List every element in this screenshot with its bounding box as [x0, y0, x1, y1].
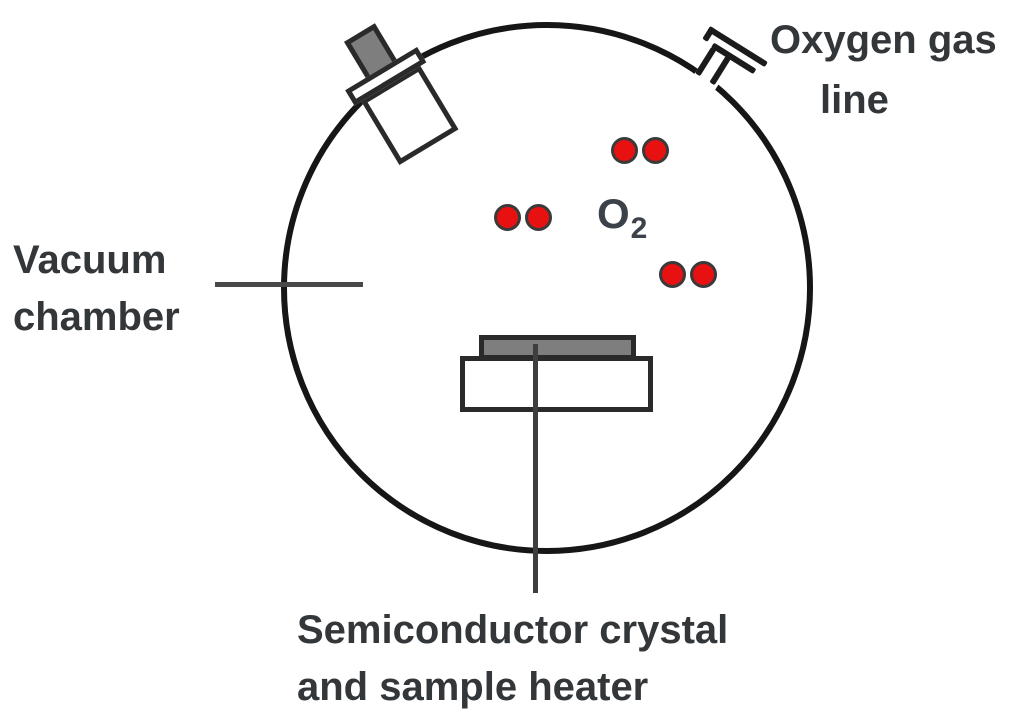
oxygen-atom: [659, 261, 686, 288]
label-vacuum-chamber-line1: Vacuum: [13, 238, 167, 282]
label-oxygen-gas-line2: line: [820, 78, 889, 122]
vacuum-chamber-circle: [281, 22, 813, 554]
chamber-leader-line: [215, 282, 363, 287]
oxygen-atom: [494, 204, 521, 231]
heater-leader-line: [533, 344, 538, 593]
label-sample-stage-line2: and sample heater: [297, 665, 649, 709]
oxygen-atom: [690, 261, 717, 288]
label-sample-stage: Semiconductor crystal and sample heater: [297, 602, 728, 716]
o2-subscript: 2: [630, 212, 648, 245]
label-vacuum-chamber-line2: chamber: [13, 295, 180, 339]
label-oxygen-gas-line1: Oxygen gas: [770, 18, 997, 62]
sample-heater: [460, 356, 653, 412]
oxygen-atom: [611, 137, 638, 164]
oxygen-atom: [642, 137, 669, 164]
o2-formula-label: O2: [597, 190, 648, 246]
label-sample-stage-line1: Semiconductor crystal: [297, 608, 729, 652]
o2-symbol: O: [597, 190, 630, 237]
label-vacuum-chamber: Vacuum chamber: [13, 232, 180, 346]
oxygen-atom: [525, 204, 552, 231]
